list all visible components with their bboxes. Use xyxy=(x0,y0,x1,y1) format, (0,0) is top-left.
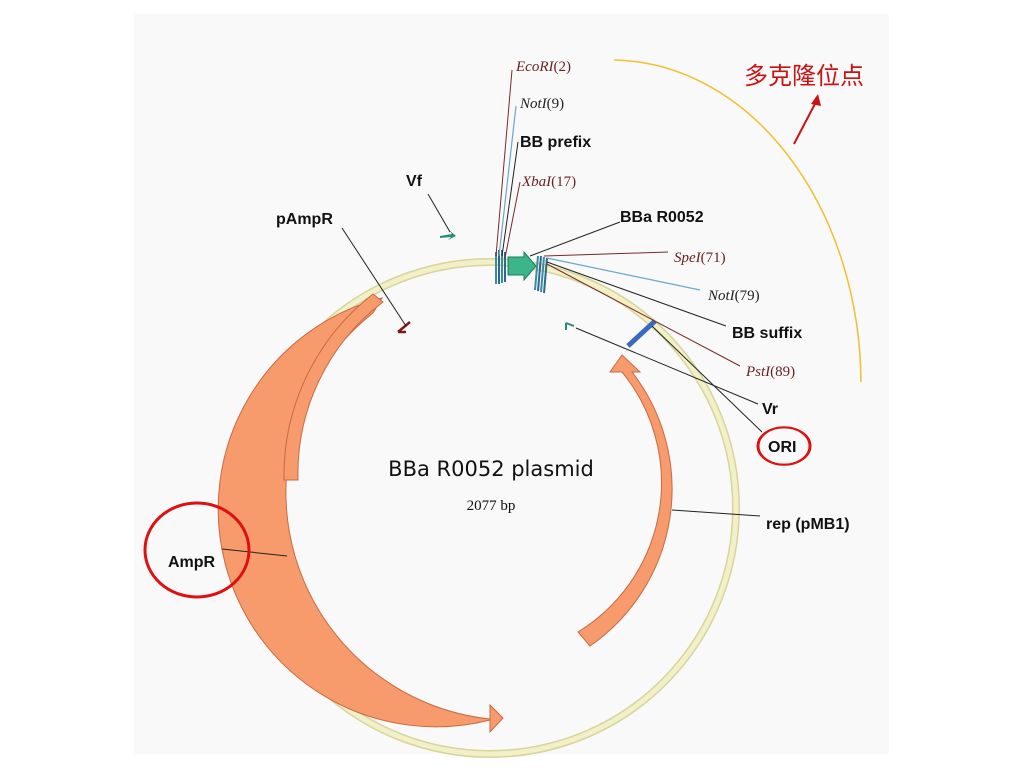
feature-label-rep: rep (pMB1) xyxy=(766,516,850,533)
feature-label-bba-r0052: BBa R0052 xyxy=(620,209,704,226)
feature-label-vr: Vr xyxy=(762,401,778,418)
plasmid-name: BBa R0052 plasmid xyxy=(388,457,594,481)
annotation-arrow-head xyxy=(811,94,821,106)
site-label-noti-1: NotI(9) xyxy=(519,96,564,112)
feature-label-bb-suffix: BB suffix xyxy=(732,325,802,342)
site-pos: (79) xyxy=(735,288,760,304)
site-label-psti: PstI(89) xyxy=(745,364,795,380)
leader-lines xyxy=(221,69,763,557)
ampr-highlight-circle xyxy=(143,501,251,599)
feature-label-pampr: pAmpR xyxy=(276,211,333,228)
site-pos: (2) xyxy=(553,59,571,75)
site-pos: (9) xyxy=(547,96,565,112)
polylinker-cluster xyxy=(495,250,548,294)
feature-label-vf: Vf xyxy=(406,173,423,190)
site-name: SpeI xyxy=(674,250,702,266)
plasmid-size: 2077 bp xyxy=(467,498,516,514)
site-pos: (71) xyxy=(701,250,726,266)
vf-primer-mark xyxy=(440,230,456,240)
mcs-arc xyxy=(613,59,862,383)
site-label-spei: SpeI(71) xyxy=(674,250,726,266)
site-pos: (89) xyxy=(770,364,795,380)
site-name: XbaI xyxy=(521,174,552,190)
annotation-arrow-shaft xyxy=(793,97,819,145)
site-label-xbai: XbaI(17) xyxy=(521,174,576,190)
rep-orf-arrow xyxy=(577,354,673,647)
site-name: PstI xyxy=(745,364,771,380)
site-label-noti-2: NotI(79) xyxy=(707,288,760,304)
ampr-orf-top-cap xyxy=(283,293,384,481)
feature-label-bb-prefix: BB prefix xyxy=(520,134,591,151)
mcs-annotation-label: 多克隆位点 xyxy=(744,62,864,90)
site-label-ecori: EcoRI(2) xyxy=(515,59,571,75)
pampr-promoter-mark xyxy=(397,321,411,334)
bba-r0052-arrow xyxy=(507,250,537,282)
site-name: NotI xyxy=(707,288,736,304)
site-name: NotI xyxy=(519,96,548,112)
ampr-orf-arrow xyxy=(217,297,504,734)
ori-highlight-circle xyxy=(756,426,812,466)
ori-feature-bar xyxy=(626,319,657,348)
vr-primer-mark xyxy=(565,322,575,330)
site-pos: (17) xyxy=(551,174,576,190)
site-name: EcoRI xyxy=(515,59,554,75)
feature-label-ori: ORI xyxy=(768,439,796,456)
feature-label-ampr: AmpR xyxy=(168,554,216,571)
